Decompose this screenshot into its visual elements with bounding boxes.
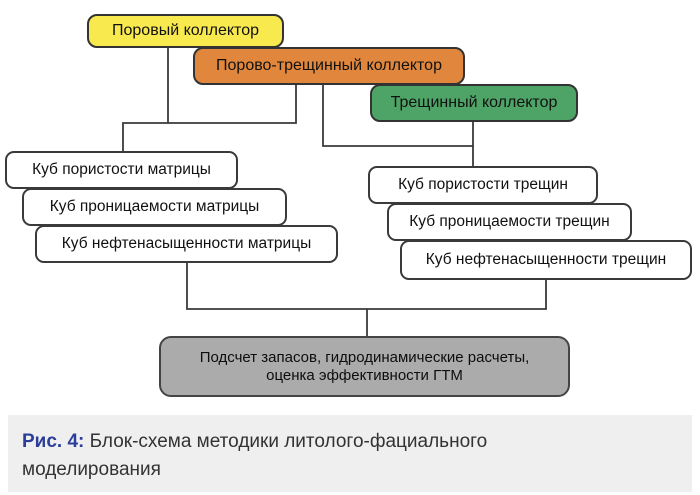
node-matrix-oil-saturation-cube: Куб нефтенасыщенности матрицы: [35, 225, 338, 263]
node-fracture-oil-saturation-cube: Куб нефтенасыщенности трещин: [400, 240, 692, 280]
figure-caption: Рис. 4: Блок-схема методики литолого-фац…: [8, 415, 692, 492]
node-reserves-calculation-summary: Подсчет запасов, гидродинамические расче…: [159, 336, 570, 397]
node-fractured-reservoir: Трещинный коллектор: [370, 84, 578, 122]
node-fracture-permeability-cube: Куб проницаемости трещин: [387, 203, 632, 241]
node-porous-fractured-reservoir: Порово-трещинный коллектор: [193, 47, 465, 85]
summary-line-2: оценка эффективности ГТМ: [266, 366, 463, 384]
summary-line-1: Подсчет запасов, гидродинамические расче…: [199, 349, 530, 367]
node-porous-reservoir: Поровый коллектор: [87, 14, 284, 48]
node-fracture-porosity-cube: Куб пористости трещин: [368, 166, 598, 204]
node-matrix-permeability-cube: Куб проницаемости матрицы: [22, 188, 287, 226]
figure-caption-text-line2: моделирования: [22, 459, 161, 480]
figure-caption-text-line1: Блок-схема методики литолого-фациального: [89, 431, 488, 452]
node-matrix-porosity-cube: Куб пористости матрицы: [5, 151, 238, 189]
figure-caption-number: Рис. 4:: [22, 431, 85, 452]
